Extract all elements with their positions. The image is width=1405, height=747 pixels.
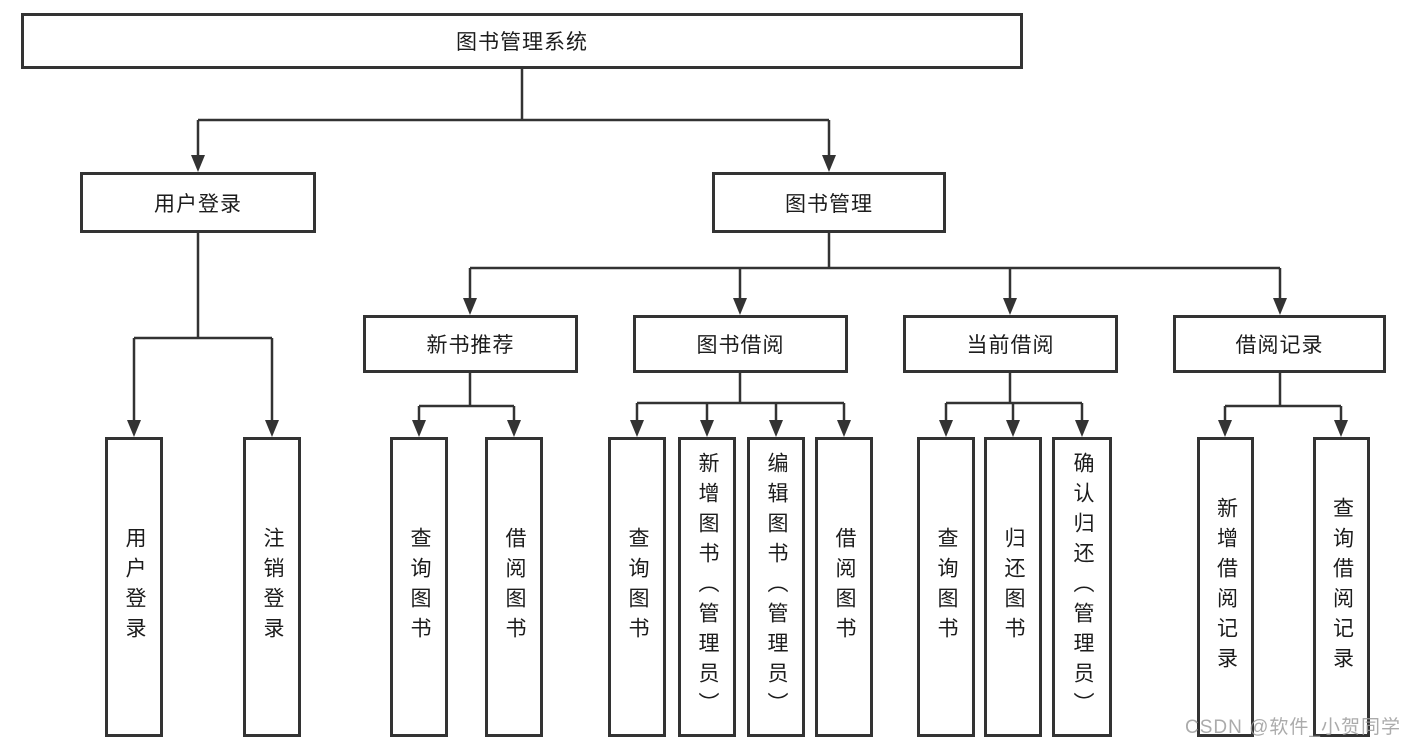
node-borrowing-records: 借阅记录 bbox=[1173, 315, 1386, 373]
node-leaf-query-books-borrow-label: 查询图书 bbox=[626, 527, 649, 647]
node-leaf-query-books-recommend: 查询图书 bbox=[390, 437, 448, 737]
node-book-management: 图书管理 bbox=[712, 172, 946, 233]
node-borrowing-records-label: 借阅记录 bbox=[1235, 334, 1324, 357]
node-leaf-logout-label: 注销登录 bbox=[261, 527, 284, 647]
node-current-borrowing: 当前借阅 bbox=[903, 315, 1118, 373]
tree-edges bbox=[132, 69, 1343, 423]
node-leaf-borrow-books-recommend: 借阅图书 bbox=[485, 437, 543, 737]
node-leaf-query-borrow-record: 查询借阅记录 bbox=[1313, 437, 1370, 737]
node-leaf-confirm-return-admin-label: 确认归还（管理员） bbox=[1071, 452, 1094, 722]
node-user-login-module: 用户登录 bbox=[80, 172, 316, 233]
node-leaf-edit-books-admin-label: 编辑图书（管理员） bbox=[765, 452, 788, 722]
node-user-login-module-label: 用户登录 bbox=[154, 192, 242, 216]
node-library-system-label: 图书管理系统 bbox=[456, 31, 588, 54]
node-leaf-confirm-return-admin: 确认归还（管理员） bbox=[1052, 437, 1112, 737]
node-current-borrowing-label: 当前借阅 bbox=[966, 334, 1055, 357]
node-leaf-add-borrow-record-label: 新增借阅记录 bbox=[1214, 497, 1238, 677]
node-leaf-borrow-books-label: 借阅图书 bbox=[833, 527, 856, 647]
node-leaf-borrow-books-recommend-label: 借阅图书 bbox=[503, 527, 526, 647]
node-book-borrowing: 图书借阅 bbox=[633, 315, 848, 373]
node-leaf-add-borrow-record: 新增借阅记录 bbox=[1197, 437, 1254, 737]
node-leaf-borrow-books: 借阅图书 bbox=[815, 437, 873, 737]
node-leaf-query-books-recommend-label: 查询图书 bbox=[408, 527, 431, 647]
node-leaf-return-books-label: 归还图书 bbox=[1002, 527, 1025, 647]
node-leaf-query-books-borrow: 查询图书 bbox=[608, 437, 666, 737]
node-book-borrowing-label: 图书借阅 bbox=[696, 334, 785, 357]
node-leaf-query-books-current-label: 查询图书 bbox=[935, 527, 958, 647]
node-leaf-edit-books-admin: 编辑图书（管理员） bbox=[747, 437, 805, 737]
node-leaf-return-books: 归还图书 bbox=[984, 437, 1042, 737]
node-leaf-add-books-admin-label: 新增图书（管理员） bbox=[696, 452, 719, 722]
node-new-book-recommendation-label: 新书推荐 bbox=[426, 334, 515, 357]
node-leaf-add-books-admin: 新增图书（管理员） bbox=[678, 437, 736, 737]
node-new-book-recommendation: 新书推荐 bbox=[363, 315, 578, 373]
node-leaf-logout: 注销登录 bbox=[243, 437, 301, 737]
node-leaf-user-login-label: 用户登录 bbox=[123, 527, 146, 647]
node-leaf-user-login: 用户登录 bbox=[105, 437, 163, 737]
node-leaf-query-books-current: 查询图书 bbox=[917, 437, 975, 737]
arrowheads bbox=[127, 155, 1348, 437]
node-leaf-query-borrow-record-label: 查询借阅记录 bbox=[1330, 497, 1354, 677]
node-book-management-label: 图书管理 bbox=[785, 192, 873, 216]
node-library-system: 图书管理系统 bbox=[21, 13, 1023, 69]
